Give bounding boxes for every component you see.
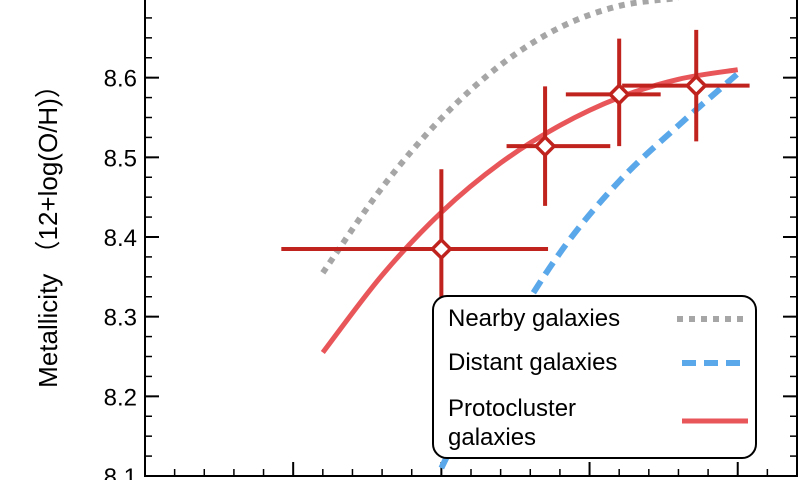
data-point bbox=[506, 86, 611, 206]
legend-label-protocluster: Protocluster bbox=[448, 395, 576, 422]
axes: 8.1 8.2 8.3 8.4 8.5 8.6 bbox=[104, 0, 798, 480]
diamond-marker bbox=[607, 82, 631, 106]
legend-box bbox=[432, 295, 757, 459]
y-axis-title: Metallicity （12+log(O/H)） bbox=[33, 72, 63, 388]
y-tick-label: 8.2 bbox=[104, 384, 137, 411]
y-tick-label: 8.6 bbox=[104, 66, 137, 93]
data-points bbox=[281, 29, 750, 329]
legend: Nearby galaxies Distant galaxies Protocl… bbox=[432, 295, 757, 459]
curve-distant-galaxies bbox=[438, 71, 740, 470]
legend-label-protocluster-line2: galaxies bbox=[448, 424, 536, 451]
y-tick-label: 8.5 bbox=[104, 145, 137, 172]
y-tick-label: 8.1 bbox=[104, 464, 137, 480]
diamond-marker bbox=[533, 134, 557, 158]
diamond-marker bbox=[684, 74, 708, 98]
y-tick-label: 8.4 bbox=[104, 225, 137, 252]
curve-protocluster-galaxies bbox=[320, 67, 739, 355]
data-point bbox=[565, 38, 661, 147]
legend-label-nearby: Nearby galaxies bbox=[448, 305, 620, 332]
diamond-marker bbox=[429, 237, 453, 261]
curve-nearby-galaxies bbox=[320, 0, 679, 275]
series-layer bbox=[320, 0, 740, 470]
legend-label-distant: Distant galaxies bbox=[448, 349, 617, 376]
y-tick-label: 8.3 bbox=[104, 305, 137, 332]
data-point bbox=[622, 29, 750, 142]
